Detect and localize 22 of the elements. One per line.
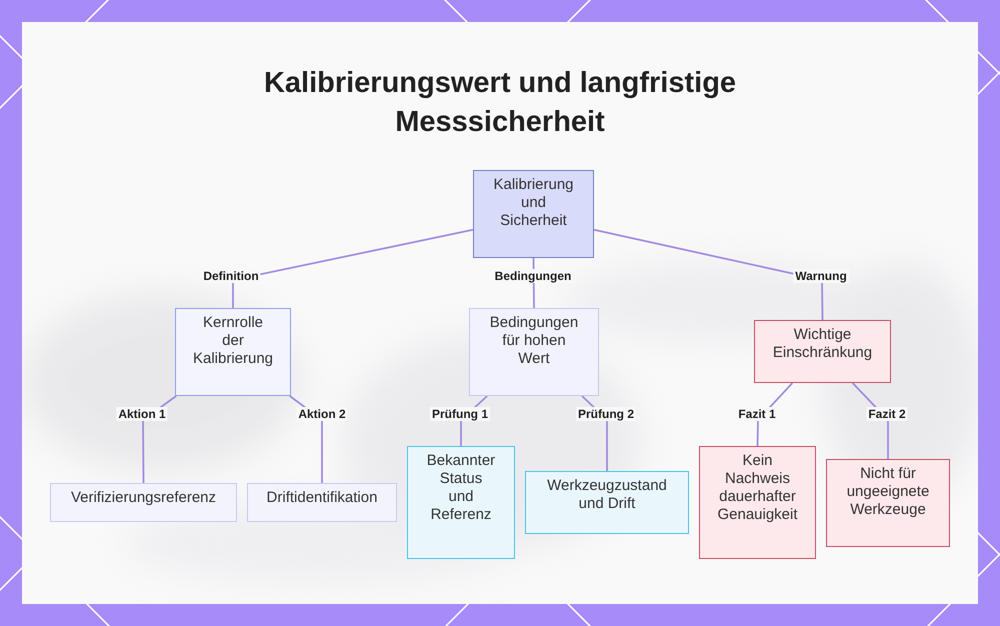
topic-box: Nicht für ungeeignete Werkzeuge	[826, 459, 950, 547]
edge-label: Aktion 2	[296, 407, 348, 421]
root-topic-box: Kalibrierung und Sicherheit	[473, 170, 594, 258]
edge-label: Warnung	[793, 269, 849, 283]
edge-label: Fazit 1	[736, 407, 778, 421]
edge-label: Fazit 2	[866, 407, 908, 421]
topic-box: Werkzeugzustand und Drift	[525, 471, 689, 534]
edge-label: Bedingungen	[492, 269, 574, 283]
connector-line	[594, 228, 824, 320]
edge-label: Prüfung 2	[576, 407, 636, 421]
topic-box: Wichtige Einschränkung	[754, 320, 891, 383]
topic-box: Verifizierungsreferenz	[50, 483, 237, 522]
topic-box: Kernrolle der Kalibrierung	[175, 308, 291, 396]
connector-line	[232, 228, 474, 308]
topic-box: Bedingungen für hohen Wert	[469, 308, 599, 396]
edge-label: Prüfung 1	[430, 407, 490, 421]
edge-label: Aktion 1	[116, 407, 168, 421]
topic-box: Driftidentifikation	[247, 483, 397, 522]
topic-box: Bekannter Status und Referenz	[407, 446, 515, 559]
edge-label: Definition	[201, 269, 261, 283]
topic-box: Kein Nachweis dauerhafter Genauigkeit	[699, 446, 816, 559]
diagram-title: Kalibrierungswert und langfristige Messsicherheit	[262, 66, 738, 140]
